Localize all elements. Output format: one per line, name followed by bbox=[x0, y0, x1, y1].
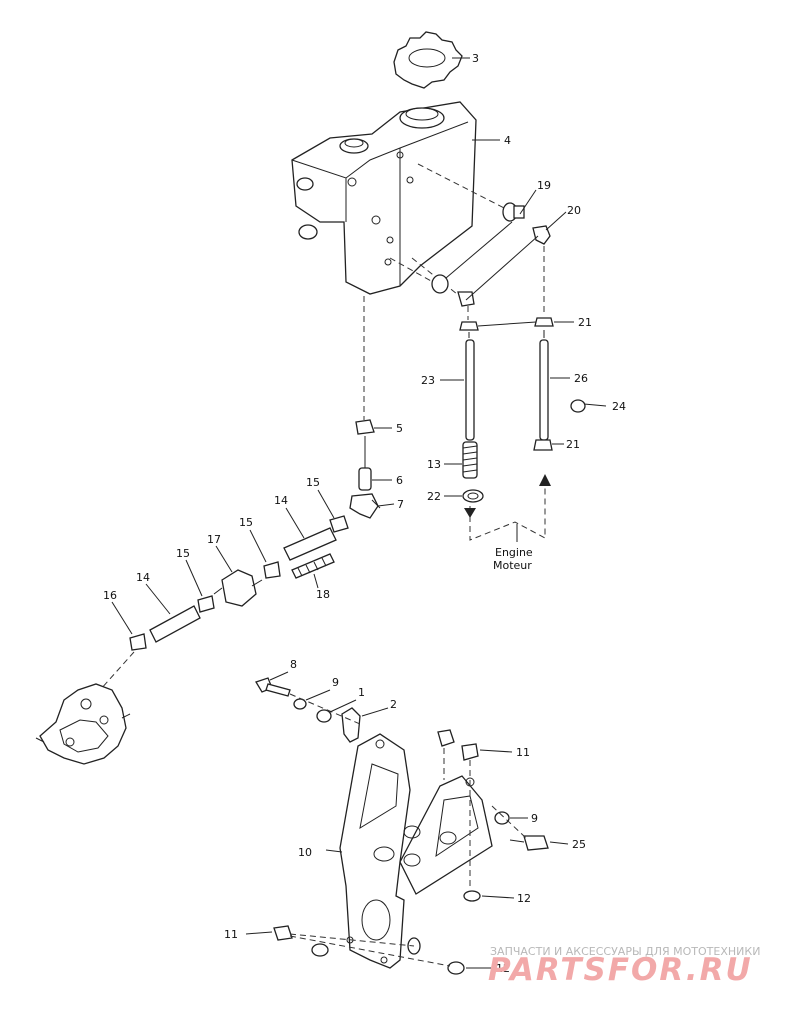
engine-flow-arrows bbox=[464, 474, 551, 542]
callout-19: 19 bbox=[537, 179, 551, 192]
callout-16: 16 bbox=[103, 589, 117, 602]
leader-lines bbox=[111, 57, 574, 969]
callout-14-lower: 14 bbox=[136, 571, 150, 584]
callout-4: 4 bbox=[504, 134, 511, 147]
engine-label-en: Engine bbox=[495, 546, 533, 559]
fitting-19 bbox=[502, 202, 525, 222]
callout-9-right: 9 bbox=[531, 812, 538, 825]
engine-label-fr: Moteur bbox=[493, 559, 532, 572]
clamp-16 bbox=[129, 633, 147, 651]
callout-21-bottom: 21 bbox=[566, 438, 580, 451]
callout-numbers: 3 4 19 20 21 23 26 24 21 13 22 5 6 7 15 … bbox=[103, 52, 626, 975]
clip-24 bbox=[570, 399, 607, 413]
hose-26 bbox=[539, 339, 549, 441]
clip-2 bbox=[341, 707, 361, 743]
watermark: ЗАПЧАСТИ И АКСЕССУАРЫ ДЛЯ МОТОТЕХНИКИ PA… bbox=[488, 945, 760, 988]
clamp-21-bottom bbox=[533, 439, 553, 451]
hose-6 bbox=[358, 467, 372, 491]
clamp-21-top-right bbox=[534, 317, 554, 327]
clamp-5 bbox=[355, 419, 375, 435]
clamp-15-upper bbox=[329, 515, 349, 533]
fuel-filter-17 bbox=[213, 569, 263, 607]
washer-9-right bbox=[494, 811, 510, 825]
callout-7: 7 bbox=[397, 498, 404, 511]
washer-12-right bbox=[463, 890, 481, 902]
tank-cap bbox=[393, 31, 463, 89]
washer-bottom-left bbox=[311, 943, 329, 957]
callout-18: 18 bbox=[316, 588, 330, 601]
callout-13: 13 bbox=[427, 458, 441, 471]
hose-assembly-right bbox=[459, 317, 607, 542]
callout-11-bottom: 11 bbox=[224, 928, 238, 941]
hose-23 bbox=[465, 339, 475, 441]
nut-11-bottom bbox=[273, 925, 293, 941]
hose-14-upper bbox=[283, 527, 337, 561]
callout-20: 20 bbox=[567, 204, 581, 217]
spring-13 bbox=[462, 441, 478, 479]
callout-25: 25 bbox=[572, 838, 586, 851]
elbow-fitting-lower bbox=[457, 291, 475, 307]
callout-26: 26 bbox=[574, 372, 588, 385]
watermark-tagline: ЗАПЧАСТИ И АКСЕССУАРЫ ДЛЯ МОТОТЕХНИКИ bbox=[490, 945, 760, 958]
callout-15-lower: 15 bbox=[176, 547, 190, 560]
clamp-15-middle bbox=[263, 561, 281, 579]
callout-12-bottom: 12 bbox=[496, 962, 510, 975]
callout-2: 2 bbox=[390, 698, 397, 711]
callout-11-top: 11 bbox=[516, 746, 530, 759]
washer-12-bottom bbox=[447, 961, 465, 975]
watermark-brand: PARTSFOR.RU bbox=[488, 952, 753, 988]
filter-line bbox=[99, 515, 349, 691]
bracket-hardware bbox=[255, 677, 549, 975]
washer-9-left bbox=[293, 698, 307, 710]
callout-6: 6 bbox=[396, 474, 403, 487]
callout-9-left: 9 bbox=[332, 676, 339, 689]
callout-5: 5 bbox=[396, 422, 403, 435]
callout-22: 22 bbox=[427, 490, 441, 503]
clamp-21-top-left bbox=[459, 321, 479, 331]
callout-14-upper: 14 bbox=[274, 494, 288, 507]
callout-1: 1 bbox=[358, 686, 365, 699]
oil-tank bbox=[291, 101, 477, 295]
tank-outlet-line bbox=[349, 296, 381, 519]
callout-17: 17 bbox=[207, 533, 221, 546]
bolt-25 bbox=[509, 835, 549, 851]
fitting-lower-left bbox=[431, 274, 449, 294]
spring-18 bbox=[291, 553, 335, 579]
callout-23: 23 bbox=[421, 374, 435, 387]
engine-carburetor-fragment bbox=[35, 683, 131, 765]
bolt-8 bbox=[255, 677, 291, 697]
nut-11-top-a bbox=[437, 729, 455, 747]
mounting-bracket bbox=[339, 733, 493, 969]
clamp-15-lower bbox=[197, 595, 215, 613]
callout-21-top: 21 bbox=[578, 316, 592, 329]
hose-14-lower bbox=[149, 605, 201, 643]
tank-fittings bbox=[389, 163, 551, 320]
callout-24: 24 bbox=[612, 400, 626, 413]
callout-15-upper: 15 bbox=[306, 476, 320, 489]
callout-3: 3 bbox=[472, 52, 479, 65]
callout-10: 10 bbox=[298, 846, 312, 859]
nut-11-top-b bbox=[461, 743, 479, 761]
spacer-1 bbox=[316, 709, 332, 723]
callout-15-middle: 15 bbox=[239, 516, 253, 529]
t-fitting-7 bbox=[349, 493, 381, 519]
clamp-22 bbox=[462, 489, 484, 503]
callout-12-right: 12 bbox=[517, 892, 531, 905]
engine-label: Engine Moteur bbox=[493, 546, 533, 572]
callout-8: 8 bbox=[290, 658, 297, 671]
